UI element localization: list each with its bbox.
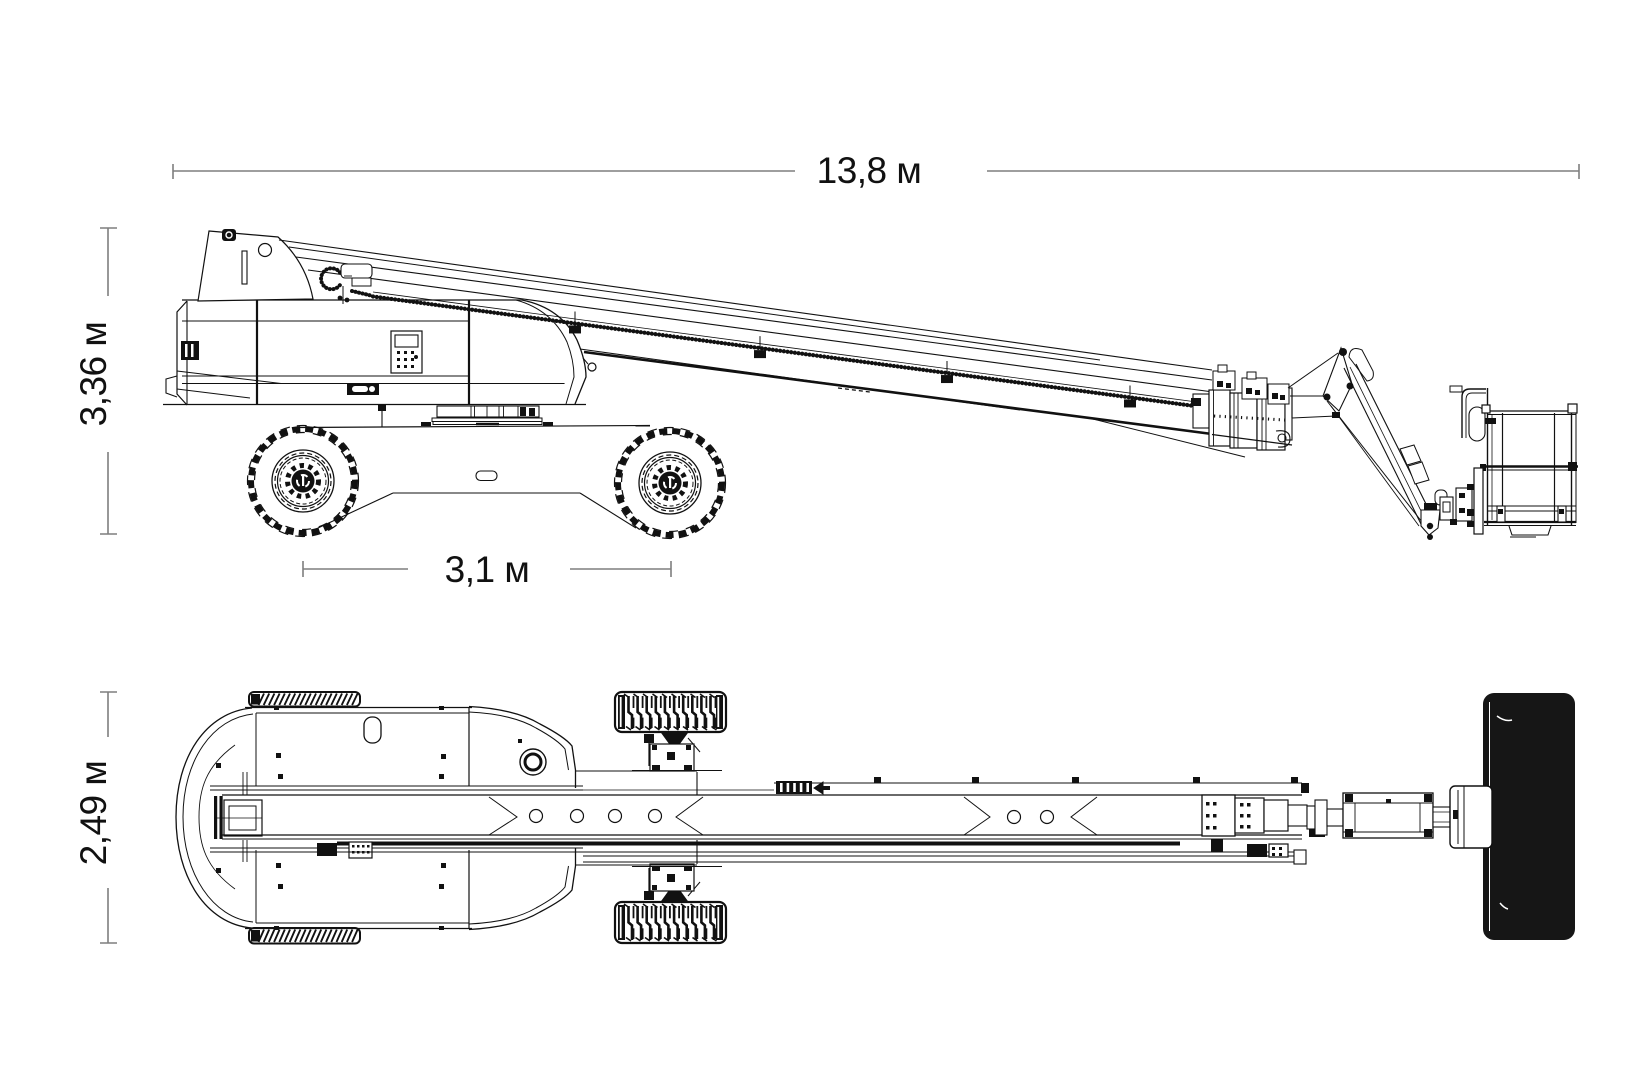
svg-text:2,49 м: 2,49 м <box>73 761 114 866</box>
svg-text:3,36 м: 3,36 м <box>73 322 114 427</box>
svg-text:3,1 м: 3,1 м <box>445 549 530 590</box>
svg-text:13,8 м: 13,8 м <box>817 150 922 191</box>
